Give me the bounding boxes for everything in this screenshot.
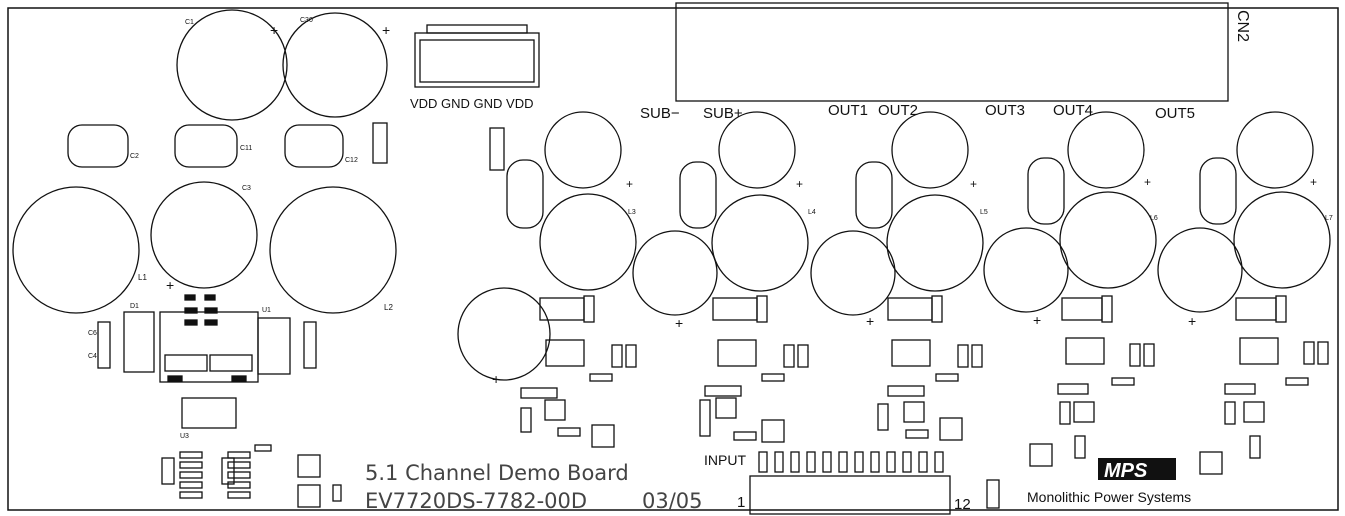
l6-label: L6 — [1150, 215, 1158, 222]
oval-c11 — [174, 124, 238, 168]
board-date: 03/05 — [642, 489, 703, 513]
channel-block-sub-plus: + + — [632, 111, 809, 443]
c11-label: C11 — [240, 145, 252, 152]
power-terminal — [414, 24, 540, 88]
capacitor-c30 — [282, 12, 388, 118]
ic-u3 — [181, 397, 237, 429]
svg-text:+: + — [675, 315, 683, 331]
c30-label: C30 — [300, 17, 313, 24]
label-out5: OUT5 — [1155, 105, 1195, 122]
power-pin-labels: VDD GND GND VDD — [410, 96, 534, 111]
svg-text:+: + — [1033, 312, 1041, 328]
c1-label: C1 — [185, 19, 194, 26]
svg-text:+: + — [866, 313, 874, 329]
board-title: 5.1 Channel Demo Board — [365, 461, 629, 485]
input-resistor-array — [758, 451, 944, 473]
svg-text:+: + — [1310, 175, 1317, 189]
svg-text:+: + — [1144, 175, 1151, 189]
channel-block-out5: + + — [1157, 111, 1331, 475]
label-out3: OUT3 — [985, 102, 1025, 119]
svg-text:+: + — [166, 277, 174, 293]
channel-block-out3-out4: + + — [983, 111, 1157, 467]
svg-text:+: + — [970, 177, 977, 191]
label-out4: OUT4 — [1053, 102, 1093, 119]
label-sub-plus: SUB+ — [703, 105, 743, 122]
c12-label: C12 — [345, 157, 358, 164]
inductor-l1 — [12, 186, 140, 314]
svg-text:+: + — [626, 177, 633, 191]
cn2-label: CN2 — [1234, 10, 1251, 42]
svg-text:C4: C4 — [88, 353, 97, 360]
l4-label: L4 — [808, 209, 816, 216]
u3-label: U3 — [180, 433, 189, 440]
svg-text:+: + — [382, 22, 390, 38]
label-out2: OUT2 — [878, 102, 918, 119]
svg-text:+: + — [270, 22, 278, 38]
oval-c2 — [67, 124, 129, 168]
bottom-left-components — [161, 444, 342, 508]
l7-label: L7 — [1325, 215, 1333, 222]
capacitor-c3 — [150, 181, 258, 289]
svg-text:+: + — [1188, 313, 1196, 329]
board-outline — [7, 7, 1339, 511]
company-name: Monolithic Power Systems — [1027, 489, 1191, 505]
l1-label: L1 — [138, 273, 147, 282]
capacitor-c1 — [176, 9, 288, 121]
svg-text:C6: C6 — [88, 330, 97, 337]
label-sub-minus: SUB− — [640, 105, 680, 122]
c3-label: C3 — [242, 185, 251, 192]
inductor-l2 — [269, 186, 397, 314]
svg-text:MPS: MPS — [1104, 460, 1148, 482]
channel-block-sub: + + — [457, 111, 637, 448]
diode-d1 — [123, 311, 155, 373]
input-pin-12: 12 — [954, 496, 971, 513]
l5-label: L5 — [980, 209, 988, 216]
input-header — [749, 475, 951, 515]
svg-text:+: + — [492, 371, 500, 387]
channel-block-out1-out2: + + — [810, 111, 984, 441]
l3-label: L3 — [628, 209, 636, 216]
board-part-number: EV7720DS-7782-00D — [365, 489, 587, 513]
ic-u1 — [257, 317, 291, 375]
u1-label: U1 — [262, 307, 271, 314]
input-label: INPUT — [704, 452, 746, 468]
mps-logo: MPS — [1098, 458, 1176, 482]
l2-label: L2 — [384, 303, 393, 312]
svg-text:+: + — [796, 177, 803, 191]
cn2-connector — [675, 2, 1229, 102]
label-out1: OUT1 — [828, 102, 868, 119]
oval-c12 — [284, 124, 344, 168]
d1-label: D1 — [130, 303, 139, 310]
c2-label: C2 — [130, 153, 139, 160]
input-pin-1: 1 — [737, 494, 745, 511]
